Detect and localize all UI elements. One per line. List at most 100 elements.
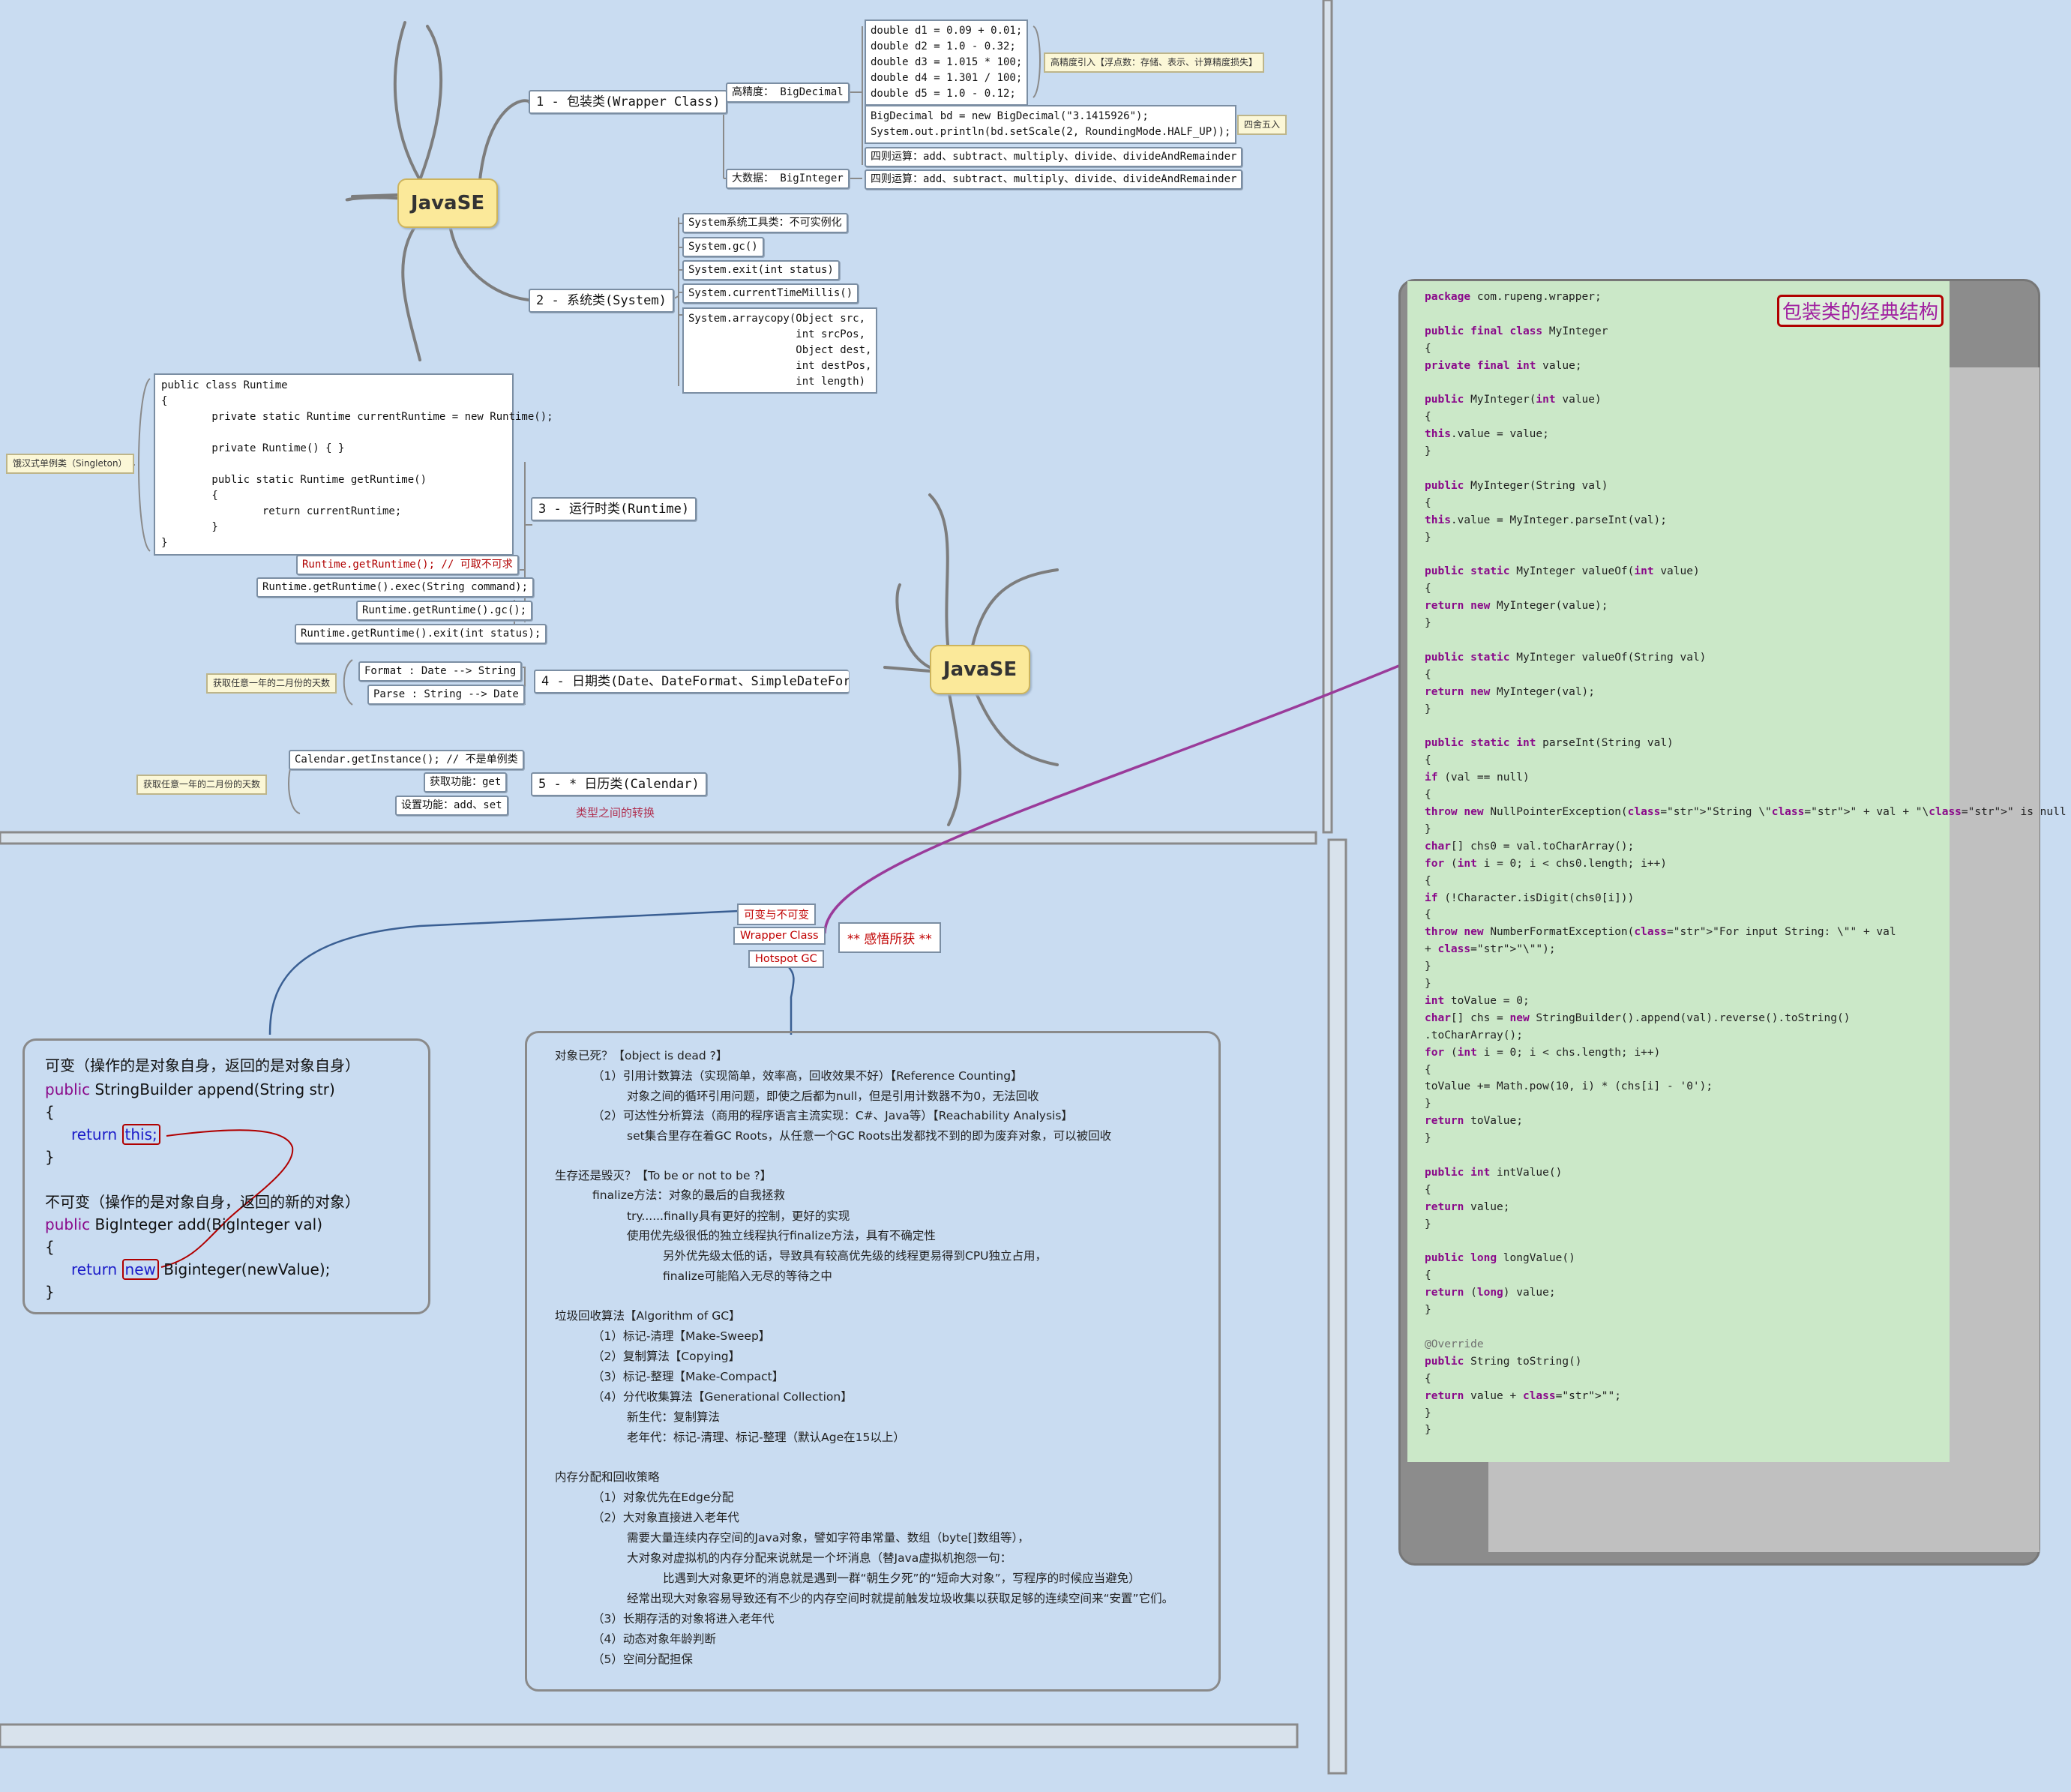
precision-note[interactable]: 高精度引入【浮点数：存储、表示、计算精度损失】 [1044, 52, 1265, 73]
java-code-line: } [1425, 978, 1431, 990]
tag-hotspot-gc[interactable]: Hotspot GC [748, 950, 824, 968]
calendar-get-item[interactable]: 获取功能：get [424, 772, 508, 793]
system-item-1[interactable]: System系统工具类：不可实例化 [682, 213, 848, 233]
calendar-instance-item[interactable]: Calendar.getInstance(); // 不是单例类 [289, 750, 524, 770]
gc-note-line: 大对象对虚拟机的内存分配来说就是一个坏消息（替Java虚拟机抱怨一句： [627, 1551, 1012, 1565]
java-panel-code-bg [1407, 281, 1950, 1462]
gc-note-line: （5）空间分配担保 [592, 1653, 693, 1666]
java-code-line: if (val == null) [1425, 772, 1530, 784]
singleton-note[interactable]: 饿汉式单例类（Singleton） [6, 454, 134, 474]
type-conversion-label: 类型之间的转换 [576, 806, 655, 820]
branch-date-class[interactable]: 4 - 日期类(Date、DateFormat、SimpleDateFor [534, 670, 849, 694]
java-code-line: if (!Character.isDigit(chs0[i])) [1425, 892, 1635, 904]
runtime-item-4[interactable]: Runtime.getRuntime().exit(int status); [295, 624, 547, 644]
calendar-note[interactable]: 获取任意一年的二月份的天数 [136, 775, 268, 795]
runtime-item-3[interactable]: Runtime.getRuntime().gc(); [356, 601, 533, 621]
add-signature: BigInteger add(BigInteger val) [90, 1215, 322, 1233]
new-highlight: new [121, 1259, 159, 1280]
system-item-4[interactable]: System.currentTimeMillis() [682, 283, 859, 304]
gc-note-line: 比遇到大对象更坏的消息就是遇到一群“朝生夕死”的“短命大对象”，写程序的时候应当… [663, 1572, 1140, 1585]
mutable-line-5: public BigInteger add(BigInteger val) [45, 1215, 322, 1235]
java-code-line: } [1425, 617, 1431, 630]
java-code-line: { [1425, 411, 1431, 424]
java-code-line: } [1425, 1424, 1431, 1437]
gc-note-line: （3）标记-整理【Make-Compact】 [592, 1370, 784, 1383]
double-code-box[interactable]: double d1 = 0.09 + 0.01; double d2 = 1.0… [865, 19, 1029, 106]
branch-system-class[interactable]: 2 - 系统类(System) [529, 289, 674, 313]
java-code-line: toValue += Math.pow(10, i) * (chs[i] - '… [1425, 1080, 1713, 1093]
branch-calendar-class[interactable]: 5 - * 日历类(Calendar) [531, 772, 707, 796]
gc-note-line: （4）分代收集算法【Generational Collection】 [592, 1390, 853, 1404]
system-item-2[interactable]: System.gc() [682, 237, 764, 257]
biginteger-node[interactable]: 大数据： BigInteger [726, 169, 850, 189]
arraycopy-code-box[interactable]: System.arraycopy(Object src, int srcPos,… [682, 307, 878, 394]
date-format-item[interactable]: Format : Date --> String [358, 661, 523, 682]
java-code-line: { [1425, 583, 1431, 595]
gc-note-line: （1）标记-清理【Make-Sweep】 [592, 1329, 771, 1343]
java-code-line: package com.rupeng.wrapper; [1425, 291, 1602, 303]
java-code-line: } [1425, 1304, 1431, 1317]
java-code-line: public static MyInteger valueOf(int valu… [1425, 565, 1700, 578]
rounding-note[interactable]: 四舍五入 [1237, 115, 1287, 135]
bigdecimal-node[interactable]: 高精度： BigDecimal [726, 82, 850, 103]
calendar-set-item[interactable]: 设置功能：add、set [395, 796, 508, 816]
java-code-line: return (long) value; [1425, 1287, 1556, 1299]
keyword-public: public [45, 1080, 91, 1098]
java-code-line: return value + class="str">""; [1425, 1389, 1621, 1402]
date-parse-item[interactable]: Parse : String --> Date [367, 685, 525, 705]
java-code-line: public static MyInteger valueOf(String v… [1425, 651, 1707, 664]
java-code-line: } [1425, 1218, 1431, 1230]
java-code-line: return new MyInteger(val); [1425, 685, 1596, 698]
java-code-line: this.value = value; [1425, 428, 1549, 441]
gc-note-line: set集合里存在着GC Roots，从任意一个GC Roots出发都找不到的即为… [627, 1129, 1112, 1143]
gc-note-line: 另外优先级太低的话，导致具有较高优先级的线程更易得到CPU独立占用， [663, 1249, 1047, 1263]
gc-note-line: （1）对象优先在Edge分配 [592, 1491, 734, 1504]
java-code-line: } [1425, 445, 1431, 458]
java-code-line: return toValue; [1425, 1115, 1523, 1128]
java-code-line: } [1425, 960, 1431, 973]
branch-wrapper-class[interactable]: 1 - 包装类(Wrapper Class) [529, 90, 728, 114]
java-code-line: } [1425, 703, 1431, 715]
tag-mutable[interactable]: 可变与不可变 [737, 903, 816, 925]
java-code-line: { [1425, 496, 1431, 509]
mutable-line-1: 可变（操作的是对象自身，返回的是对象自身） [45, 1056, 360, 1074]
java-code-line: { [1425, 342, 1431, 355]
runtime-item-2[interactable]: Runtime.getRuntime().exec(String command… [256, 577, 535, 598]
append-signature: StringBuilder append(String str) [90, 1080, 335, 1098]
keyword-return: return [71, 1125, 118, 1143]
java-code-line: { [1425, 754, 1431, 767]
branch-runtime-class[interactable]: 3 - 运行时类(Runtime) [531, 497, 697, 521]
tag-insight[interactable]: ** 感悟所获 ** [838, 922, 941, 953]
java-code-line: { [1425, 1269, 1431, 1282]
runtime-code-box[interactable]: public class Runtime { private static Ru… [154, 373, 553, 556]
gc-note-line: 垃圾回收算法【Algorithm of GC】 [555, 1309, 741, 1323]
java-code-line: @Override [1425, 1338, 1484, 1350]
mutable-brace-4: } [45, 1283, 55, 1301]
java-code-line: { [1425, 1372, 1431, 1385]
java-code-line: char[] chs = new StringBuilder().append(… [1425, 1011, 1851, 1024]
gc-note-line: 需要大量连续内存空间的Java对象，譬如字符串常量、数组（byte[]数组等）， [627, 1531, 1030, 1545]
arith-node-1[interactable]: 四则运算：add、subtract、multiply、divide、divide… [865, 147, 1243, 167]
java-code-line: for (int i = 0; i < chs0.length; i++) [1425, 857, 1668, 870]
mutable-line-4: 不可变（操作的是对象自身，返回的新的对象） [45, 1193, 360, 1211]
java-code-line: } [1425, 1407, 1431, 1419]
tag-wrapper-class[interactable]: Wrapper Class [733, 927, 826, 945]
system-item-3[interactable]: System.exit(int status) [682, 260, 840, 280]
arith-node-2[interactable]: 四则运算：add、subtract、multiply、divide、divide… [865, 169, 1243, 190]
gc-note-line: （2）可达性分析算法（商用的程序语言主流实现：C#、Java等）【Reachab… [592, 1109, 1073, 1122]
java-code-line: public String toString() [1425, 1355, 1582, 1368]
center-node-javase-2[interactable]: JavaSE [930, 645, 1030, 694]
java-code-line: for (int i = 0; i < chs.length; i++) [1425, 1046, 1661, 1059]
gc-note-line: 使用优先级很低的独立线程执行finalize方法，具有不确定性 [627, 1229, 936, 1242]
gc-note-line: finalize可能陷入无尽的等待之中 [663, 1269, 832, 1283]
java-code-line: } [1425, 1132, 1431, 1145]
bigdecimal-code-box[interactable]: BigDecimal bd = new BigDecimal("3.141592… [865, 105, 1237, 144]
gc-note-line: （4）动态对象年龄判断 [592, 1632, 716, 1646]
java-code-line: } [1425, 823, 1431, 835]
center-node-javase-1[interactable]: JavaSE [397, 178, 498, 228]
date-note[interactable]: 获取任意一年的二月份的天数 [206, 673, 337, 694]
java-code-line: public final class MyInteger [1425, 325, 1608, 337]
runtime-item-1[interactable]: Runtime.getRuntime(); // 可取不可求 [296, 555, 519, 575]
gc-note-line: 内存分配和回收策略 [555, 1470, 660, 1484]
